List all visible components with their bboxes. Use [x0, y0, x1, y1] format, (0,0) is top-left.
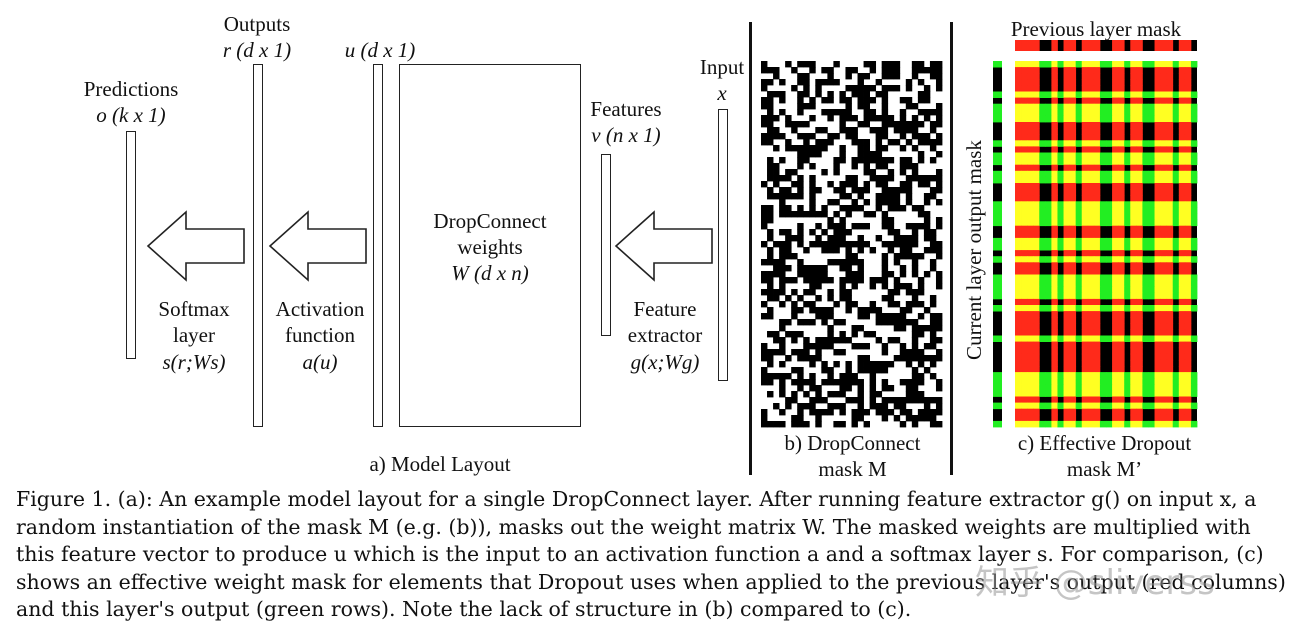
outputs-dim: r (d x 1): [222, 38, 292, 62]
caption-line: shows an effective weight mask for eleme…: [16, 569, 1286, 594]
caption-line: this feature vector to produce u which i…: [16, 542, 1264, 566]
activation-line2: function: [285, 323, 355, 347]
input-vector: [718, 109, 728, 381]
extractor-line2: extractor: [627, 323, 703, 347]
watermark-text: 知乎 @sliverss: [975, 563, 1215, 603]
effective-dropout-mask-image: [1015, 61, 1198, 428]
mask-b-line2: mask M: [818, 457, 887, 481]
previous-layer-mask-label: Previous layer mask: [1010, 17, 1182, 41]
caption-line: random instantiation of the mask M (e.g.…: [16, 514, 1251, 539]
weights-line3: W (d x n): [451, 261, 529, 285]
mask-b-line1: b) DropConnect: [784, 431, 921, 455]
activation-arrow-icon: [268, 210, 367, 282]
current-layer-output-mask-label: Current layer output mask: [962, 140, 986, 360]
caption-line: and this layer's output (green rows). No…: [16, 597, 912, 621]
activation-line1: Activation: [275, 297, 365, 321]
input-title: Input: [699, 55, 745, 79]
caption-line: Figure 1. (a): An example model layout f…: [16, 487, 1257, 511]
input-var: x: [717, 81, 727, 105]
separator-line: [950, 22, 953, 475]
previous-layer-mask-strip: [1015, 40, 1197, 51]
extractor-line1: Feature: [633, 297, 697, 321]
features-vector: [601, 154, 611, 336]
weights-line1: DropConnect: [433, 209, 547, 233]
softmax-line2: layer: [173, 323, 215, 347]
softmax-line1: Softmax: [158, 297, 230, 321]
figure-caption: Figure 1. (a): An example model layout f…: [16, 486, 1286, 624]
mask-c-line2: mask M’: [1066, 457, 1143, 481]
current-layer-output-mask-strip: [993, 61, 1002, 428]
extractor-fn: g(x;Wg): [630, 350, 700, 374]
dropconnect-weights-matrix: [399, 64, 581, 427]
outputs-title: Outputs: [223, 12, 291, 36]
dropconnect-mask-image: [761, 61, 943, 428]
weights-line2: weights: [457, 235, 523, 259]
softmax-fn: s(r;Ws): [162, 350, 226, 374]
predictions-title: Predictions: [83, 77, 179, 101]
activation-fn: a(u): [302, 350, 338, 374]
u-dim: u (d x 1): [344, 38, 416, 62]
u-vector: [373, 64, 383, 427]
predictions-dim: o (k x 1): [96, 103, 166, 127]
outputs-vector: [253, 64, 263, 427]
extractor-arrow-icon: [614, 210, 713, 282]
predictions-vector: [126, 131, 136, 359]
features-title: Features: [590, 97, 662, 121]
softmax-arrow-icon: [146, 210, 245, 282]
features-dim: v (n x 1): [591, 123, 661, 147]
model-layout-caption: a) Model Layout: [369, 452, 511, 476]
separator-line: [749, 22, 752, 475]
mask-c-line1: c) Effective Dropout: [1017, 431, 1192, 455]
